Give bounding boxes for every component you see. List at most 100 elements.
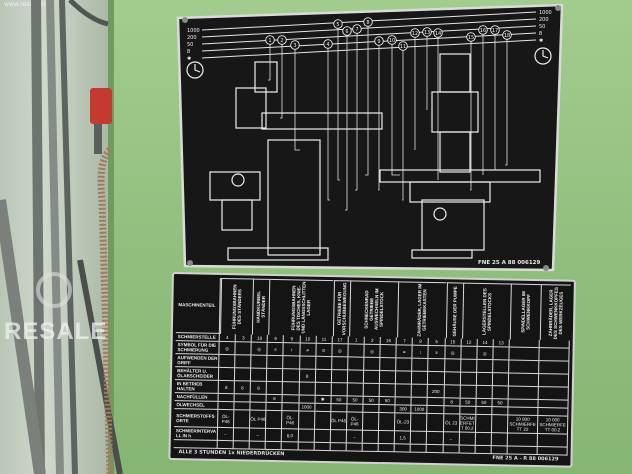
table-cell [444,385,461,399]
leader-line [327,48,330,201]
table-cell [298,429,315,443]
column-group-header: GETRIEBE FÜR VORSCHUBBEWEGUNG [332,280,350,337]
row-label: SCHMIERSTOFFSORTE [174,409,219,428]
table-cell: ◎ [477,346,494,361]
lubrication-point-marker: 7 [352,24,362,34]
interval-label: 8 [539,31,542,37]
column-group-header: ZAHNRÄDER, LAGER IM GETRIEBEKASTEN [397,281,447,339]
point-number: 11 [400,44,406,50]
leader-line [294,49,300,151]
column-group-header: FÜHRUNGSBAHNEN DES STÄNDERS [219,277,254,335]
table-cell: 10 000 SCHMIERFETT 00.2 [537,416,569,435]
table-cell: ÖL 23 [443,414,460,433]
point-number: 14 [435,31,441,37]
table-cell [346,443,363,452]
row-label: AUFWENDEN DER GRIFF [175,354,220,368]
leader-line [268,44,271,81]
table-cell [459,432,476,446]
interval-label: 1000 [187,28,200,34]
table-cell [314,429,331,444]
table-cell [492,360,510,374]
table-cell [444,372,461,386]
table-cell [363,370,381,385]
table-cell: ≡ [396,345,413,359]
point-number: 4 [326,42,329,48]
lubrication-point-marker: 4 [323,39,333,49]
table-cell [507,446,538,456]
table-cell [314,442,331,452]
table-cell [410,444,428,453]
table-cell: 8,0 [282,429,299,443]
table-cell [411,431,428,445]
table-cell [364,357,381,372]
table-cell [509,360,540,375]
table-cell [538,374,570,388]
table-cell: 8 [299,369,316,383]
cable [68,0,109,27]
table-cell [508,373,540,388]
table-cell [283,369,300,383]
cable [77,259,123,474]
table-cell [537,434,568,448]
plug [94,124,102,154]
point-number: 12 [412,31,418,37]
table-cell [461,346,478,360]
table-cell: ◎ [364,344,381,359]
table-cell [233,428,251,442]
lubrication-point-marker: 5 [333,19,343,29]
point-number: 6 [345,29,348,35]
interval-label: 50 [187,42,193,48]
column-group-header: GEHÄUSE DER PUMPE [445,282,463,339]
table-cell [314,411,332,431]
lubrication-point-marker: 8 [363,17,373,27]
table-cell [251,368,268,382]
interval-label: 200 [187,35,197,41]
table-cell [460,359,478,373]
table-cell [299,356,317,370]
column-group-header: ZAHNRÄDER, LAGER DES SCHWENKKOPFES DES W… [539,284,571,341]
column-group-header: SCHNECKENRAD GETRIEBE AUSWECHSELN IM SPI… [348,280,399,338]
table-cell: ÖL-P46 [282,411,299,430]
leader-line [365,26,369,176]
leader-line [505,39,508,166]
table-cell: ÖL-P46 [346,412,364,431]
table-cell: 200 [428,384,445,399]
screw [555,5,561,11]
table-cell [459,445,476,454]
table-cell: 8 [234,381,252,395]
table-cell [267,368,284,383]
table-cell [394,444,412,453]
table-cell [411,384,429,398]
clock-icon [534,47,552,65]
table-cell [362,412,380,432]
table-cell [491,446,508,455]
leader-line [391,44,400,176]
leader-line [378,45,380,191]
table-cell [299,382,316,396]
table-cell [378,431,396,445]
table-cell [267,355,284,370]
screw [182,17,188,23]
table-cell [298,411,315,430]
machine-front-view [379,53,541,259]
table-cell [411,413,428,432]
table-cell [492,386,509,400]
table-cell [475,445,492,455]
table-cell [476,372,493,387]
cable [46,0,64,474]
table-cell: – [249,428,267,442]
table-cell: – [346,430,363,444]
table-cell [283,356,300,370]
plate-code: FNE 25 A - R 88 006129 [492,455,559,463]
table-cell [331,370,349,384]
table-cell [509,347,540,362]
table-cell [539,348,570,362]
table-cell [476,359,494,374]
leader-line [402,50,404,201]
table-corner-header: MASCHINENTEIL [175,277,221,334]
table-cell [444,359,462,373]
table-cell [443,445,460,454]
